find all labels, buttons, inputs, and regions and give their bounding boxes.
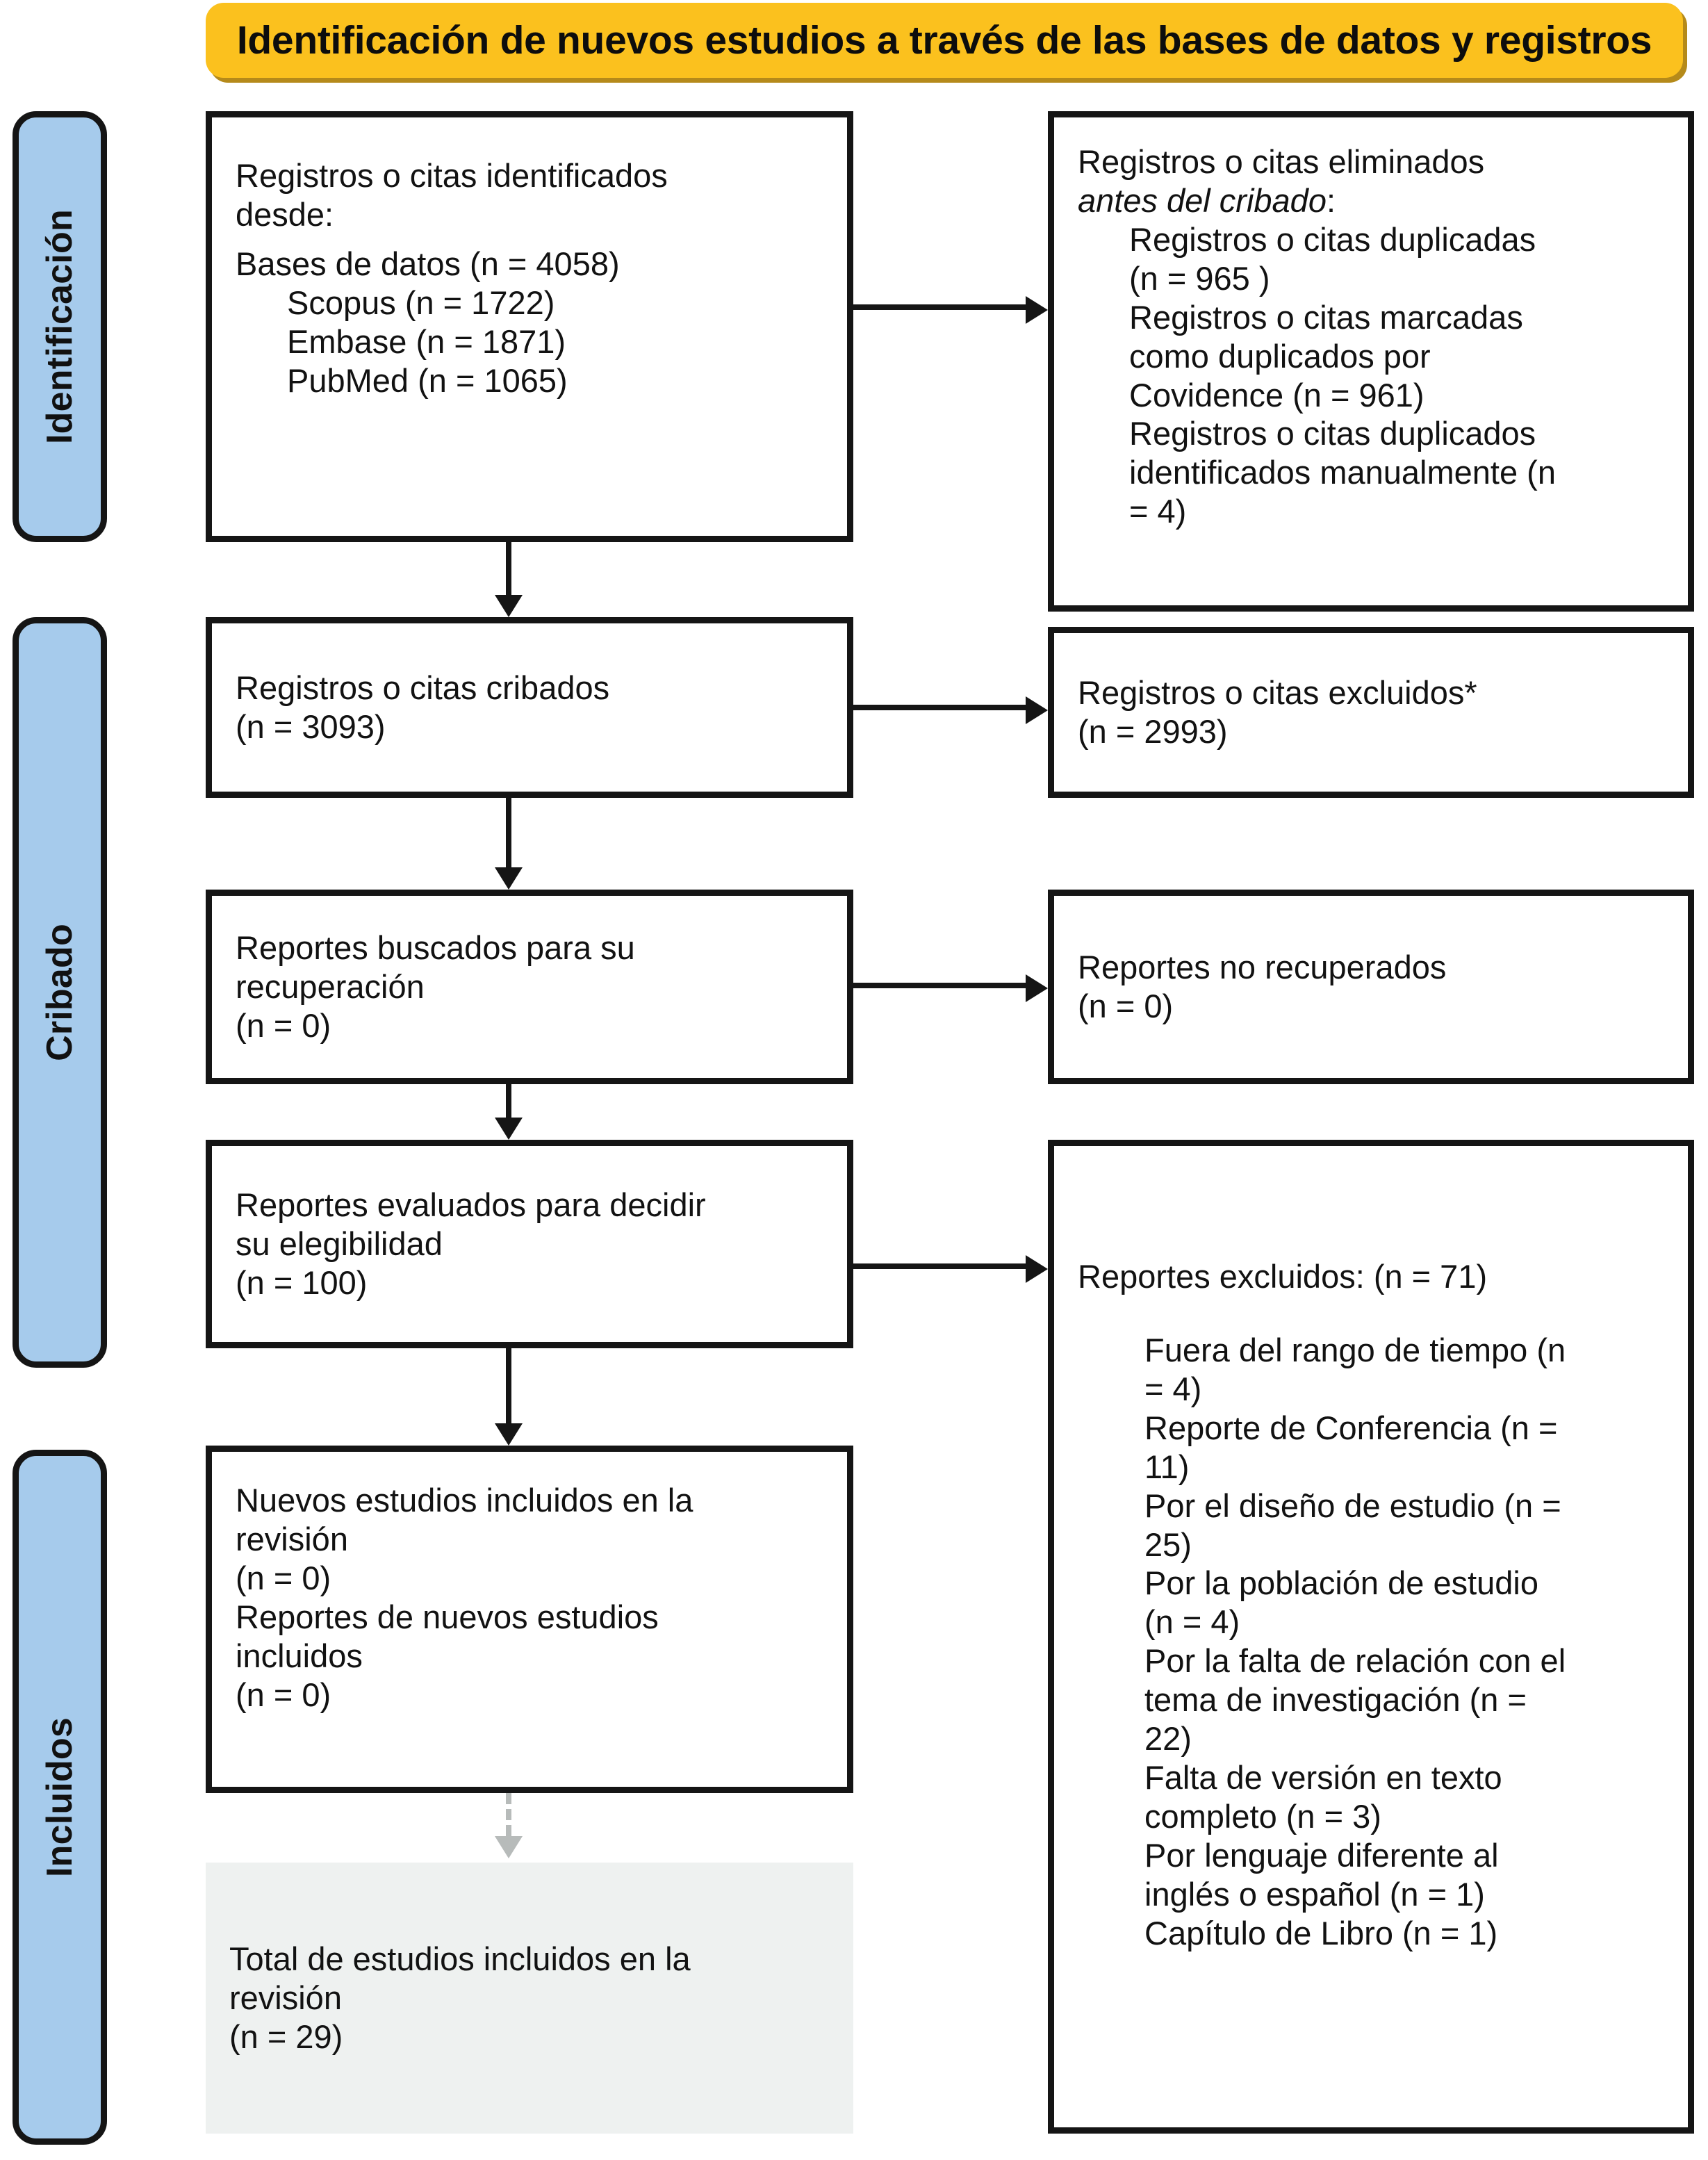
connector-identified-to-screened [506, 542, 511, 595]
records-removed-emphasis: antes del cribado [1078, 181, 1327, 219]
reports-excluded-reason-11: Falta de versión en texto [1144, 1759, 1502, 1797]
connector-eligibility-to-reasons [853, 1263, 1026, 1269]
stage-label-identification-text: Identificación [40, 209, 80, 444]
reports-excluded-header: Reportes excluidos: (n = 71) [1078, 1258, 1488, 1295]
reports-excluded-reason-1: = 4) [1144, 1370, 1202, 1407]
reports-sought-line3: (n = 0) [236, 1006, 331, 1044]
reports-sought-line1: Reportes buscados para su [236, 929, 635, 967]
arrow-right-icon [1026, 696, 1048, 724]
box-records-identified: Registros o citas identificados desde: B… [206, 111, 853, 542]
reports-excluded-reason-10: 22) [1144, 1720, 1192, 1758]
new-included-line3: (n = 0) [236, 1559, 331, 1596]
records-screened-line1: Registros o citas cribados [236, 669, 610, 707]
records-removed-item-1: (n = 965 ) [1129, 259, 1270, 297]
arrow-right-icon [1026, 974, 1048, 1002]
records-removed-item-6: identificados manualmente (n [1129, 454, 1556, 491]
connector-sought-to-eligibility [506, 1084, 511, 1118]
box-reports-assessed-for-eligibility: Reportes evaluados para decidir su elegi… [206, 1140, 853, 1348]
stage-label-screening-text: Cribado [40, 924, 81, 1061]
new-included-line1: Nuevos estudios incluidos en la [236, 1482, 693, 1519]
total-included-line3: (n = 29) [229, 2018, 343, 2055]
records-identified-line1: Registros o citas identificados [236, 157, 668, 194]
records-identified-source-embase: Embase (n = 1871) [287, 322, 566, 360]
records-identified-source-scopus: Scopus (n = 1722) [287, 284, 555, 321]
box-reports-excluded-reasons: Reportes excluidos: (n = 71) Fuera del r… [1048, 1140, 1694, 2134]
records-removed-item-2: Registros o citas marcadas [1129, 298, 1523, 336]
box-reports-sought-for-retrieval: Reportes buscados para su recuperación (… [206, 890, 853, 1084]
records-identified-databases-total: Bases de datos (n = 4058) [236, 245, 620, 283]
records-removed-line2: antes del cribado: [1078, 181, 1664, 220]
reports-excluded-reason-3: 11) [1144, 1448, 1190, 1485]
records-identified-source-pubmed: PubMed (n = 1065) [287, 361, 568, 399]
records-removed-item-7: = 4) [1129, 493, 1187, 530]
new-included-line2: revisión [236, 1520, 348, 1557]
reports-eligibility-line3: (n = 100) [236, 1263, 368, 1301]
connector-screened-to-sought [506, 798, 511, 867]
new-included-line4: Reportes de nuevos estudios [236, 1598, 659, 1635]
connector-sought-to-not-retrieved [853, 983, 1026, 988]
reports-excluded-reason-4: Por el diseño de estudio (n = [1144, 1487, 1561, 1524]
reports-excluded-reason-13: Por lenguaje diferente al [1144, 1836, 1499, 1874]
arrow-down-icon [495, 1118, 523, 1140]
banner-title: Identificación de nuevos estudios a trav… [236, 18, 1652, 63]
reports-excluded-reason-0: Fuera del rango de tiempo (n [1144, 1331, 1566, 1368]
records-removed-item-0: Registros o citas duplicadas [1129, 220, 1536, 258]
reports-excluded-reason-5: 25) [1144, 1525, 1192, 1563]
stage-label-included: Incluidos [13, 1450, 107, 2145]
total-included-line2: revisión [229, 1979, 342, 2017]
records-removed-item-5: Registros o citas duplicados [1129, 415, 1536, 452]
reports-excluded-reason-15: Capítulo de Libro (n = 1) [1144, 1914, 1498, 1952]
reports-excluded-reason-14: inglés o español (n = 1) [1144, 1875, 1485, 1913]
arrow-down-icon [495, 1836, 523, 1858]
connector-identified-to-removed [853, 304, 1026, 310]
stage-label-identification: Identificación [13, 111, 107, 542]
records-removed-item-4: Covidence (n = 961) [1129, 376, 1424, 414]
box-reports-not-retrieved: Reportes no recuperados (n = 0) [1048, 890, 1694, 1084]
new-included-line5: incluidos [236, 1637, 363, 1674]
connector-new-included-to-total [506, 1793, 511, 1836]
box-total-studies-included: Total de estudios incluidos en la revisi… [206, 1863, 853, 2134]
records-removed-colon: : [1326, 181, 1336, 219]
arrow-down-icon [495, 1423, 523, 1446]
reports-excluded-reason-9: tema de investigación (n = [1144, 1681, 1527, 1719]
connector-eligibility-to-new-included [506, 1348, 511, 1423]
stage-label-screening: Cribado [13, 617, 107, 1368]
records-identified-line2: desde: [236, 195, 334, 233]
arrow-right-icon [1026, 1255, 1048, 1283]
records-removed-line1: Registros o citas eliminados [1078, 143, 1485, 180]
connector-screened-to-excluded [853, 705, 1026, 710]
box-new-studies-included: Nuevos estudios incluidos en la revisión… [206, 1446, 853, 1793]
identification-banner: Identificación de nuevos estudios a trav… [206, 3, 1683, 78]
records-excluded-line1: Registros o citas excluidos* [1078, 674, 1477, 712]
reports-eligibility-line2: su elegibilidad [236, 1225, 443, 1263]
stage-label-included-text: Incluidos [40, 1717, 81, 1878]
reports-sought-line2: recuperación [236, 968, 425, 1006]
box-records-screened: Registros o citas cribados (n = 3093) [206, 617, 853, 798]
arrow-down-icon [495, 595, 523, 617]
reports-excluded-reason-8: Por la falta de relación con el [1144, 1642, 1566, 1680]
box-records-removed-before-screening: Registros o citas eliminados antes del c… [1048, 111, 1694, 612]
arrow-right-icon [1026, 296, 1048, 324]
reports-excluded-reason-6: Por la población de estudio [1144, 1564, 1539, 1602]
reports-eligibility-line1: Reportes evaluados para decidir [236, 1186, 706, 1224]
box-records-excluded: Registros o citas excluidos* (n = 2993) [1048, 627, 1694, 798]
reports-excluded-reason-12: completo (n = 3) [1144, 1797, 1381, 1835]
arrow-down-icon [495, 867, 523, 890]
reports-not-retrieved-line1: Reportes no recuperados [1078, 949, 1447, 986]
records-screened-line2: (n = 3093) [236, 708, 386, 745]
records-excluded-line2: (n = 2993) [1078, 713, 1228, 750]
reports-excluded-reason-2: Reporte de Conferencia (n = [1144, 1409, 1558, 1446]
new-included-line6: (n = 0) [236, 1676, 331, 1713]
reports-not-retrieved-line2: (n = 0) [1078, 988, 1174, 1024]
records-removed-item-3: como duplicados por [1129, 337, 1431, 375]
total-included-line1: Total de estudios incluidos en la [229, 1940, 691, 1978]
reports-excluded-reason-7: (n = 4) [1144, 1603, 1240, 1641]
